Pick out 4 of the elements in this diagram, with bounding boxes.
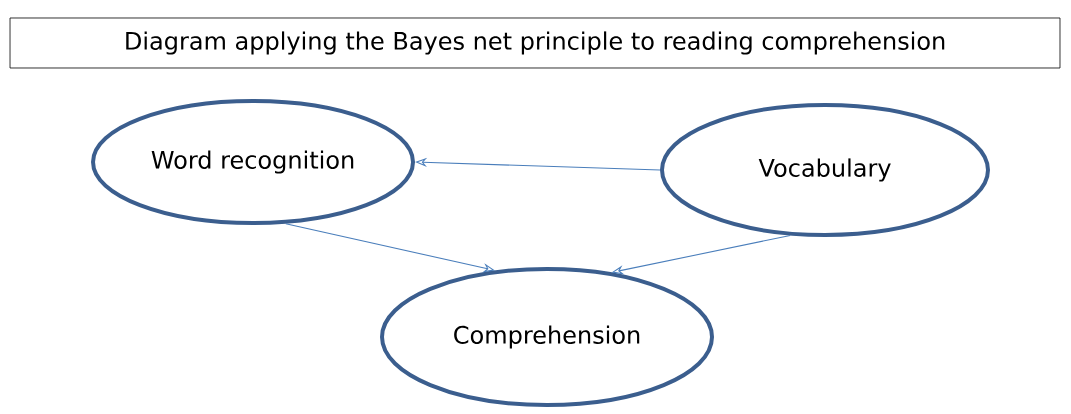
- ellipse-node: Vocabulary: [660, 103, 990, 237]
- title-box: Diagram applying the Bayes net principle to reading comprehension: [9, 17, 1061, 69]
- ellipse-node: Comprehension: [380, 267, 714, 407]
- ellipse-node: Word recognition: [91, 99, 415, 225]
